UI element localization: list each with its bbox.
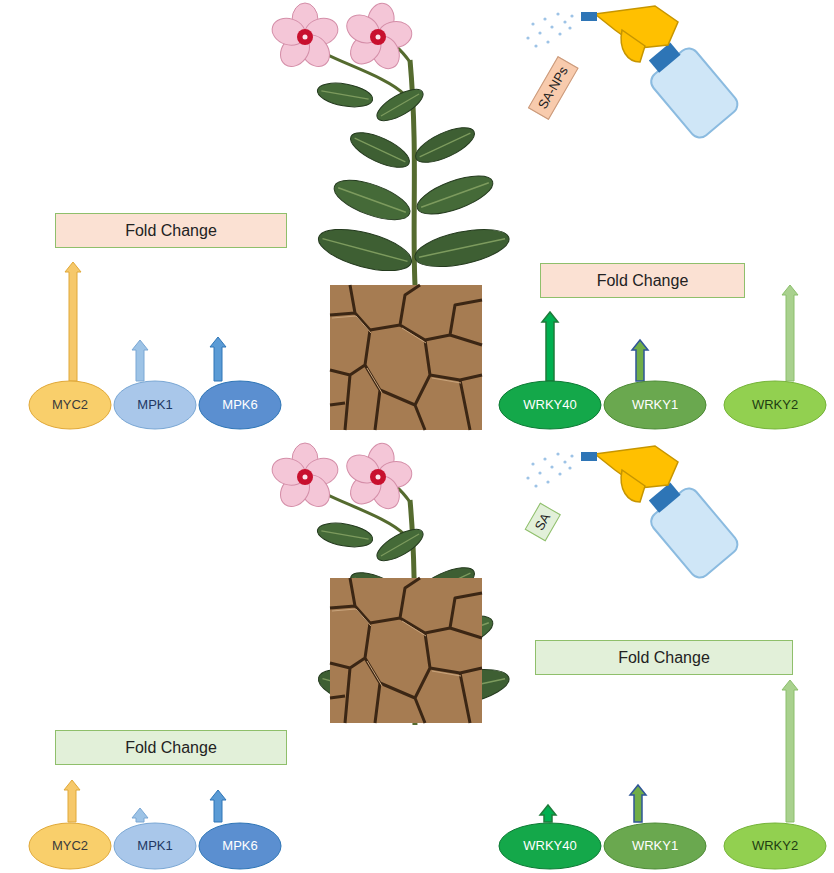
node-label: WRKY2 xyxy=(752,838,798,854)
node-label: Fold Change xyxy=(125,221,217,240)
fold-change-arrow xyxy=(630,785,646,822)
node-label: MPK1 xyxy=(137,397,172,413)
node-label: MYC2 xyxy=(52,397,88,413)
gene-ellipse-shape xyxy=(29,381,111,429)
node-label: WRKY1 xyxy=(632,838,678,854)
node-label: SA-NPs xyxy=(535,64,572,112)
node-label: SA xyxy=(532,511,554,534)
gene-ellipse-shape xyxy=(499,823,601,869)
gene-ellipse: MPK6 xyxy=(198,380,282,430)
node-label: MPK1 xyxy=(137,838,172,854)
gene-ellipse: MYC2 xyxy=(28,822,112,870)
gene-ellipse: MPK1 xyxy=(113,822,197,870)
cracked-soil xyxy=(330,285,482,430)
cracked-soil xyxy=(330,578,482,723)
gene-ellipse-shape xyxy=(114,823,196,869)
plant xyxy=(269,441,513,725)
node-label: Fold Change xyxy=(125,738,217,757)
gene-ellipse: WRKY1 xyxy=(603,822,707,870)
fold-change-box: Fold Change xyxy=(540,263,745,298)
gene-ellipse-shape xyxy=(199,381,281,429)
gene-ellipse: WRKY2 xyxy=(723,380,827,430)
gene-ellipse: WRKY1 xyxy=(603,380,707,430)
gene-ellipse-shape xyxy=(114,381,196,429)
gene-ellipse: WRKY40 xyxy=(498,822,602,870)
node-label: MYC2 xyxy=(52,838,88,854)
gene-ellipse-shape xyxy=(724,381,826,429)
gene-ellipse: MPK1 xyxy=(113,380,197,430)
fold-change-arrow xyxy=(542,312,558,381)
fold-change-box: Fold Change xyxy=(55,730,287,765)
gene-ellipse: WRKY2 xyxy=(723,822,827,870)
fold-change-arrow xyxy=(132,808,148,822)
fold-change-arrow xyxy=(540,805,556,822)
fold-change-arrow xyxy=(210,337,226,381)
node-label: MPK6 xyxy=(222,397,257,413)
gene-ellipse-shape xyxy=(604,381,706,429)
gene-ellipse-shape xyxy=(724,823,826,869)
gene-ellipse-shape xyxy=(604,823,706,869)
node-label: Fold Change xyxy=(597,271,689,290)
node-label: WRKY40 xyxy=(523,397,576,413)
node-label: Fold Change xyxy=(618,648,710,667)
node-label: MPK6 xyxy=(222,838,257,854)
fold-change-arrow xyxy=(782,285,798,381)
fold-change-box: Fold Change xyxy=(535,640,793,675)
fold-change-box: Fold Change xyxy=(55,213,287,248)
gene-ellipse-shape xyxy=(499,381,601,429)
fold-change-arrow xyxy=(65,262,81,381)
fold-change-arrow xyxy=(632,340,648,381)
node-label: WRKY40 xyxy=(523,838,576,854)
treatment-tag: SA xyxy=(525,503,561,542)
fold-change-arrow xyxy=(782,680,798,822)
plant xyxy=(269,1,513,285)
fold-change-arrow xyxy=(210,790,226,822)
gene-ellipse-shape xyxy=(29,823,111,869)
gene-ellipse: MPK6 xyxy=(198,822,282,870)
spray-bottle xyxy=(526,6,741,142)
node-label: WRKY2 xyxy=(752,397,798,413)
gene-ellipse: WRKY40 xyxy=(498,380,602,430)
fold-change-arrow xyxy=(64,780,80,822)
treatment-tag: SA-NPs xyxy=(528,56,579,120)
gene-ellipse: MYC2 xyxy=(28,380,112,430)
fold-change-arrow xyxy=(132,340,148,381)
node-label: WRKY1 xyxy=(632,397,678,413)
gene-ellipse-shape xyxy=(199,823,281,869)
